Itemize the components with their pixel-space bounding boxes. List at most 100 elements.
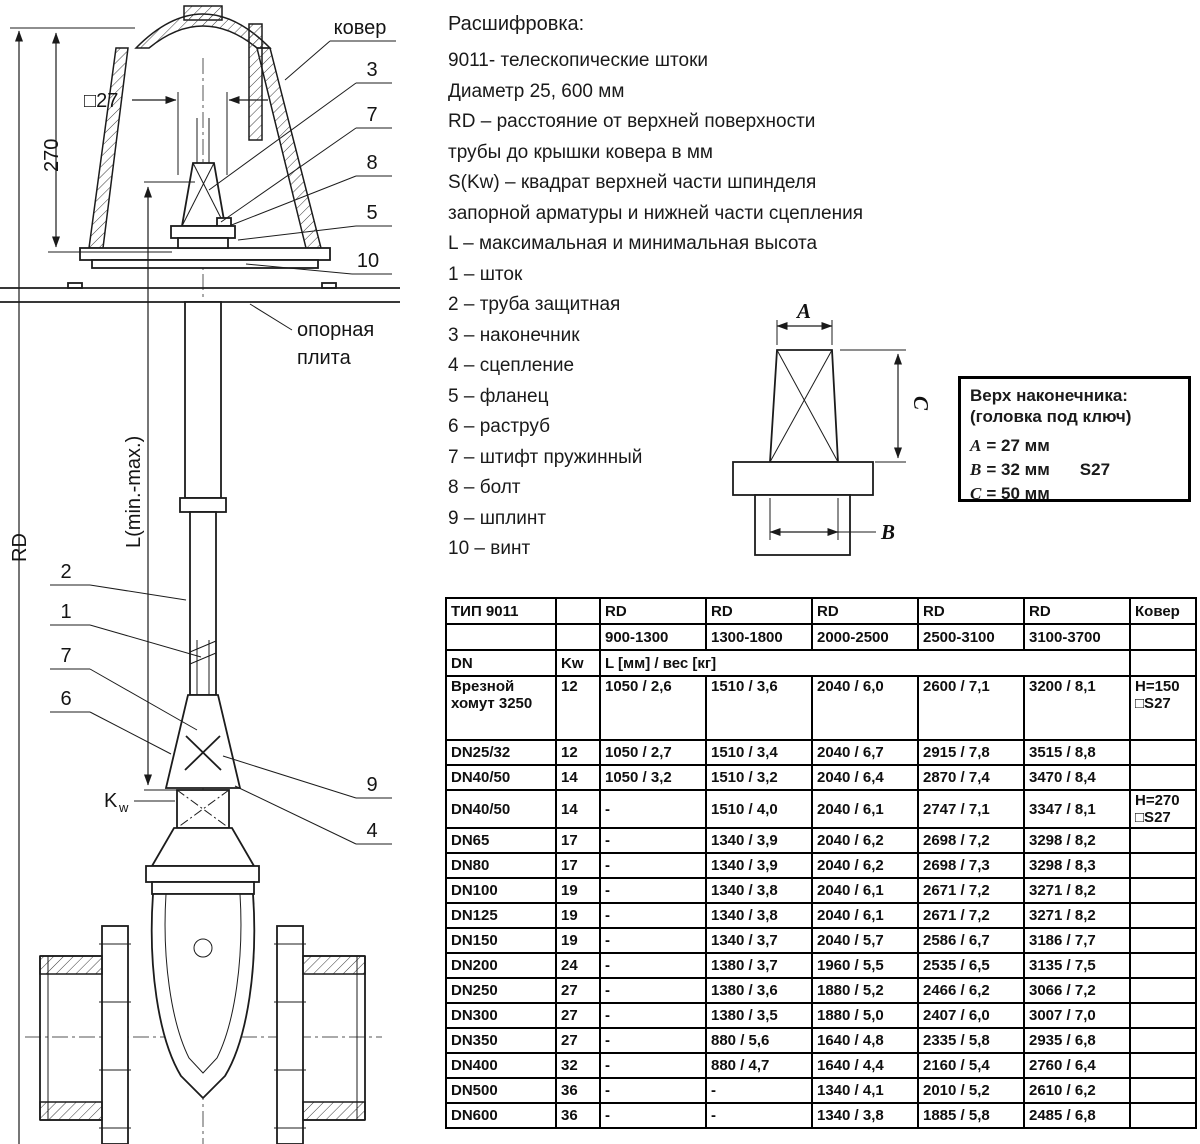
value-cell: 1340 / 3,8 [811,1102,919,1129]
value-cell: - [599,952,707,979]
cover-screw [248,23,263,141]
value-cell: - [599,789,707,829]
kw-label-sub: w [118,800,129,815]
kover-cell [1129,877,1197,904]
header-rd: RD [917,597,1025,625]
legend-line: 2 – труба защитная [448,294,621,315]
value-cell: 1050 / 2,6 [599,675,707,741]
dn-cell: DN300 [445,1002,557,1029]
dim-270-label: 270 [41,139,63,172]
value-cell: 2935 / 6,8 [1023,1027,1131,1054]
legend-line: 1 – шток [448,263,523,285]
value-cell: 1510 / 3,2 [705,764,813,791]
cover-label: ковер [334,17,387,39]
kover-cell [1129,1027,1197,1054]
value-cell: 880 / 4,7 [705,1052,813,1079]
value-cell: 2698 / 7,2 [917,827,1025,854]
rd-dimension-label: RD [9,533,31,562]
value-cell: 2466 / 6,2 [917,977,1025,1004]
legend-title: Расшифровка: [448,13,585,35]
header-row-3: DN Kw L [мм] / вес [кг] [445,649,1197,677]
kw-cell: 19 [555,877,601,904]
spec-dim-c: С = 50 мм [970,482,1179,506]
dn-cell: DN40/50 [445,789,557,829]
value-cell: - [705,1077,813,1104]
spec-dim-a: А = 27 мм [970,434,1179,458]
kw-cell: 36 [555,1077,601,1104]
right-flange [276,925,304,1144]
kover-cell [1129,902,1197,929]
kover-cell: H=150□S27 [1129,675,1197,741]
dim-value: = 32 мм [986,460,1050,479]
kover-line: H=270 [1135,792,1180,809]
header-rd: RD [1023,597,1131,625]
legend-line: Диаметр 25, 600 мм [448,80,625,102]
dim-l-label: L(min.-max.) [123,436,145,548]
header-range: 900-1300 [599,623,707,651]
header-range: 2500-3100 [917,623,1025,651]
header-empty [555,623,601,651]
value-cell: - [599,1027,707,1054]
header-rd: RD [811,597,919,625]
value-cell: 2870 / 7,4 [917,764,1025,791]
callout-3: 3 [366,59,377,81]
value-cell: 3186 / 7,7 [1023,927,1131,954]
spec-box-subtitle: (головка под ключ) [970,407,1132,426]
dn-cell: DN200 [445,952,557,979]
stem-tip-group [170,118,236,249]
kw-label: K [104,790,118,812]
value-cell: 1340 / 3,8 [705,902,813,929]
kover-line: H=150 [1135,678,1180,695]
kw-cell: 27 [555,1002,601,1029]
legend-line: 10 – винт [448,538,531,559]
kover-cell [1129,1002,1197,1029]
value-cell: - [599,902,707,929]
kw-cell: 24 [555,952,601,979]
legend-line: 9011- телескопические штоки [448,50,708,71]
value-cell: 1340 / 3,8 [705,877,813,904]
dn-cell: DN350 [445,1027,557,1054]
value-cell: 1640 / 4,8 [811,1027,919,1054]
value-cell: 3007 / 7,0 [1023,1002,1131,1029]
header-kw: Kw [555,649,601,677]
value-cell: 2600 / 7,1 [917,675,1025,741]
value-cell: 2698 / 7,3 [917,852,1025,879]
bolt-detail [216,217,232,227]
value-cell: 2040 / 6,4 [811,764,919,791]
value-cell: 2671 / 7,2 [917,902,1025,929]
value-cell: 2010 / 5,2 [917,1077,1025,1104]
value-cell: 1885 / 5,8 [917,1102,1025,1129]
tip-dim-a-label: A [795,299,811,323]
kw-cell: 12 [555,675,601,741]
tube-coupling [179,497,227,513]
legend: Расшифровка: 9011- телескопические штоки… [448,8,1008,565]
value-cell: - [599,977,707,1004]
spec-dim-b: В = 32 мм S27 [970,458,1179,482]
kover-cell [1129,977,1197,1004]
dn-cell: DN250 [445,977,557,1004]
dn-cell: DN600 [445,1102,557,1129]
value-cell: 3271 / 8,2 [1023,877,1131,904]
value-cell: 1510 / 3,6 [705,675,813,741]
socket-group [164,694,242,829]
value-cell: 2040 / 6,0 [811,675,919,741]
header-empty [555,597,601,625]
tube-group [179,301,227,696]
spec-box: Верх наконечника: (головка под ключ) А =… [958,376,1191,503]
value-cell: - [599,1002,707,1029]
callouts-group: ковер 3 7 8 5 10 опорная плита [50,17,396,845]
value-cell: 2535 / 6,5 [917,952,1025,979]
header-row-2: 900-1300 1300-1800 2000-2500 2500-3100 3… [445,623,1197,651]
header-range: 1300-1800 [705,623,813,651]
kover-line: □S27 [1135,809,1171,826]
value-cell: 2160 / 5,4 [917,1052,1025,1079]
value-cell: - [599,1077,707,1104]
value-cell: 2915 / 7,8 [917,739,1025,766]
value-cell: - [599,927,707,954]
value-cell: 1510 / 4,0 [705,789,813,829]
